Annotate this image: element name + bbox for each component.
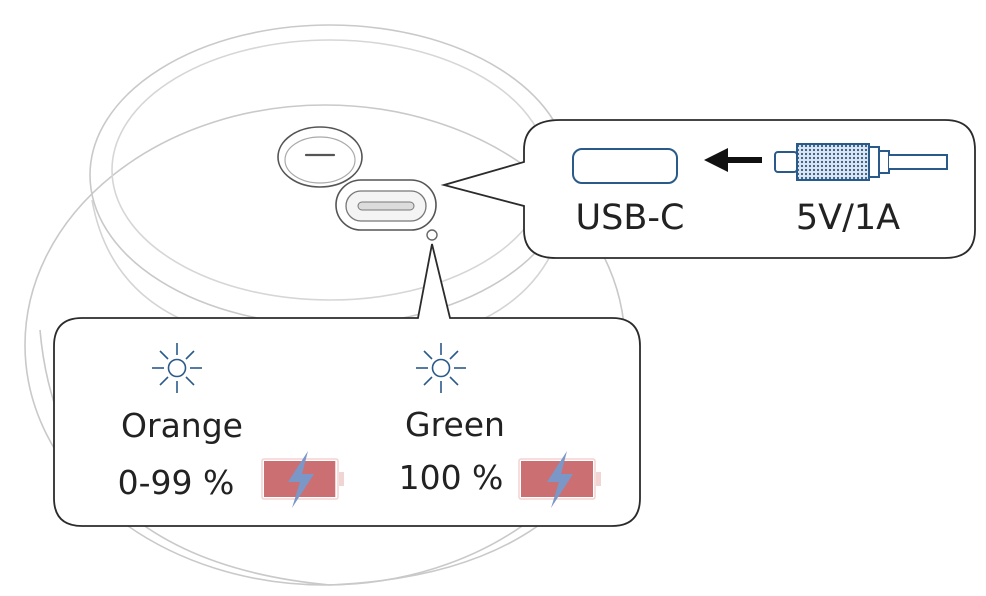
led-callout-bubble bbox=[53, 243, 641, 527]
usb-c-port-icon bbox=[572, 148, 678, 184]
led-state-orange: Orange 0-99 % bbox=[118, 343, 344, 508]
battery-charging-icon bbox=[261, 451, 344, 508]
led-light-icon bbox=[416, 343, 466, 393]
usb-c-label: USB-C bbox=[576, 198, 685, 238]
device-shoulder-left bbox=[91, 199, 211, 331]
led-color-label: Green bbox=[405, 405, 505, 444]
usb-callout: USB-C 5V/1A bbox=[440, 119, 976, 259]
device-led-indicator bbox=[426, 229, 438, 241]
arrow-left-icon bbox=[704, 148, 762, 172]
battery-charging-icon bbox=[518, 451, 601, 508]
led-state-green: Green 100 % bbox=[399, 343, 601, 508]
charge-range-label: 100 % bbox=[399, 458, 504, 497]
led-color-label: Orange bbox=[121, 406, 243, 445]
power-button[interactable] bbox=[277, 126, 363, 188]
led-light-icon bbox=[152, 343, 202, 393]
device-usb-c-port bbox=[335, 179, 437, 231]
led-callout: Orange 0-99 % Green 1 bbox=[53, 243, 641, 527]
power-spec-label: 5V/1A bbox=[796, 198, 900, 238]
usb-cable-plug-icon bbox=[774, 143, 948, 181]
charge-range-label: 0-99 % bbox=[118, 463, 235, 502]
